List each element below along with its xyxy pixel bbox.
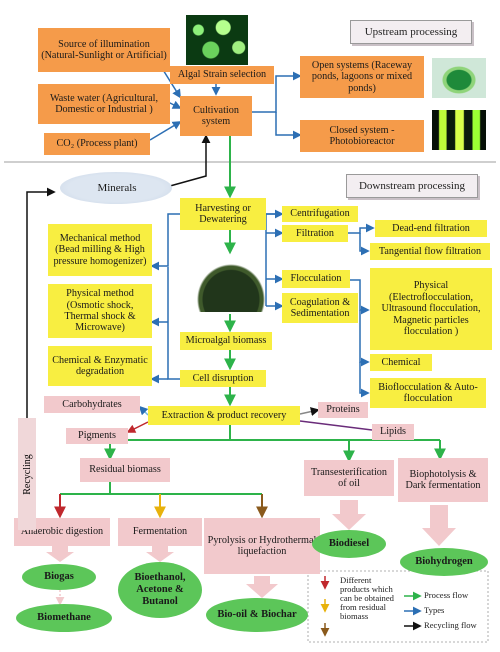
tangential-filtration-box: Tangential flow filtration (370, 243, 490, 260)
biophotolysis-box: Biophotolysis & Dark fermentation (398, 458, 488, 502)
mechanical-method-box: Mechanical method (Bead milling & High p… (48, 224, 152, 276)
cell-disruption-box: Cell disruption (180, 370, 266, 387)
open-pond-image (432, 58, 486, 98)
biooil-oval: Bio-oil & Biochar (206, 598, 308, 632)
residual-biomass-box: Residual biomass (80, 458, 170, 482)
pyrolysis-box: Pyrolysis or Hydrothermal liquefaction (204, 518, 320, 574)
closed-system-box: Closed system - Photobioreactor (300, 120, 424, 152)
legend-types: Types (424, 605, 445, 615)
waste-water-box: Waste water (Agricultural, Domestic or I… (38, 84, 170, 124)
algae-powder-image (195, 262, 267, 312)
enzymatic-degradation-box: Chemical & Enzymatic degradation (48, 346, 152, 386)
chemical-flocculation-box: Chemical (370, 354, 432, 371)
filtration-box: Filtration (282, 225, 348, 242)
open-systems-box: Open systems (Raceway ponds, lagoons or … (300, 56, 424, 98)
cultivation-system-box: Cultivation system (180, 96, 252, 136)
coagulation-box: Coagulation & Sedimentation (282, 293, 358, 323)
minerals-label: Minerals (97, 181, 137, 194)
proteins-box: Proteins (318, 402, 368, 418)
microalgal-biomass-box: Microalgal biomass (180, 332, 272, 350)
lipids-box: Lipids (372, 424, 414, 440)
downstream-banner: Downstream processing (346, 174, 478, 198)
fermentation-box: Fermentation (118, 518, 202, 546)
bioethanol-oval: Bioethanol, Acetone & Butanol (118, 562, 202, 618)
bioflocculation-box: Bioflocculation & Auto-flocculation (370, 378, 486, 408)
transesterification-box: Transesterification of oil (304, 460, 394, 496)
co2-box: CO₂ (Process plant) (44, 133, 150, 155)
upstream-banner: Upstream processing (350, 20, 472, 44)
minerals-cloud (60, 172, 172, 204)
recycling-text: Recycling (21, 453, 33, 495)
illumination-source-box: Source of illumination (Natural-Sunlight… (38, 28, 170, 72)
legend-recycling-flow: Recycling flow (424, 620, 477, 630)
photobioreactor-image (432, 110, 486, 150)
physical-flocculation-box: Physical (Electroflocculation, Ultrasoun… (370, 268, 492, 350)
physical-method-box: Physical method (Osmotic shock, Thermal … (48, 284, 152, 338)
biodiesel-oval: Biodiesel (312, 530, 386, 558)
strain-selection-box: Algal Strain selection (170, 66, 274, 84)
algae-cells-image (186, 15, 248, 65)
extraction-box: Extraction & product recovery (148, 406, 300, 425)
harvesting-box: Harvesting or Dewatering (180, 198, 266, 230)
dead-end-filtration-box: Dead-end filtration (375, 220, 487, 237)
biomethane-oval: Biomethane (16, 604, 112, 632)
legend-process-flow: Process flow (424, 590, 469, 600)
carbohydrates-box: Carbohydrates (44, 396, 140, 413)
recycling-label: Recycling (18, 418, 36, 530)
pigments-box: Pigments (66, 428, 128, 444)
legend-frame (307, 570, 489, 643)
biohydrogen-oval: Biohydrogen (400, 548, 488, 576)
biogas-oval: Biogas (22, 564, 96, 590)
flocculation-box: Flocculation (282, 270, 350, 288)
centrifugation-box: Centrifugation (282, 206, 358, 222)
legend-products-text: Different products which can be obtained… (340, 575, 394, 622)
